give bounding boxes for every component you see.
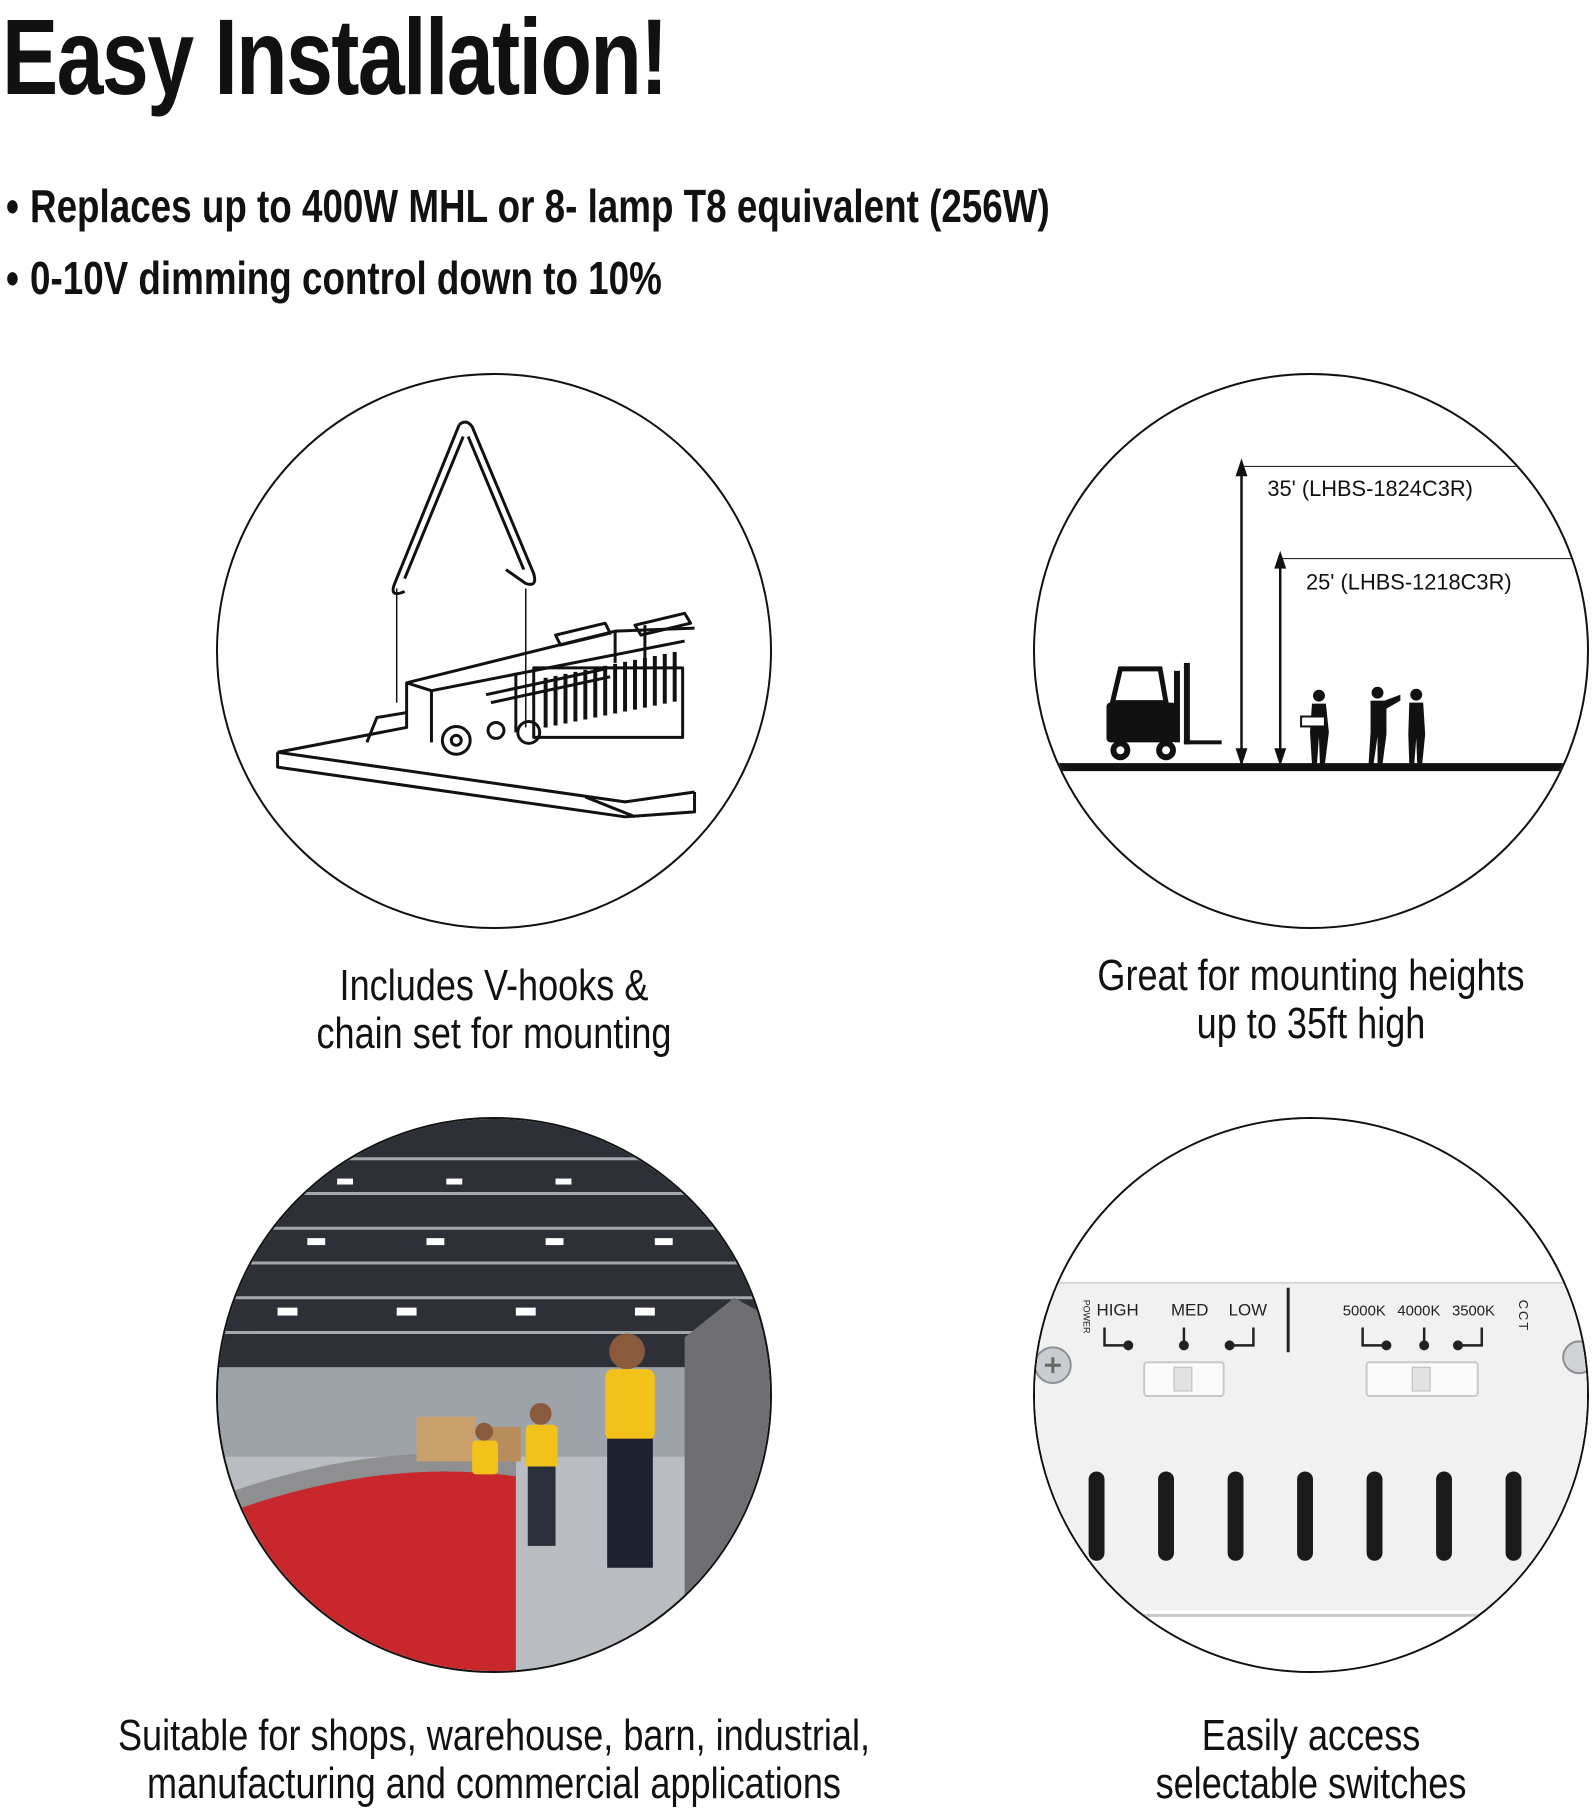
people-icon <box>1300 686 1426 765</box>
switch-label-low: LOW <box>1229 1301 1267 1320</box>
bullet-marker: • <box>6 180 19 232</box>
height-label-35: 35' (LHBS-1824C3R) <box>1267 476 1473 501</box>
power-side-label: POWER <box>1082 1300 1092 1334</box>
height-drawing: 35' (LHBS-1824C3R) 25' (LHBS-1218C3R) <box>1035 458 1587 772</box>
vhook-illustration <box>216 373 772 929</box>
switches-drawing: HIGH MED LOW 5000K 4000K 3500K POWER CCT <box>1035 1119 1587 1671</box>
switch-label-3500k: 3500K <box>1452 1304 1495 1320</box>
warehouse-caption: Suitable for shops, warehouse, barn, ind… <box>105 1712 882 1808</box>
cct-side-label: CCT <box>1516 1300 1531 1332</box>
switches-caption-line: selectable switches <box>1155 1759 1467 1808</box>
vhook-caption: Includes V-hooks & chain set for mountin… <box>253 962 735 1058</box>
switch-label-med: MED <box>1171 1301 1208 1320</box>
switch-label-5000k: 5000K <box>1343 1304 1386 1320</box>
warehouse-photo <box>216 1117 772 1673</box>
warehouse-drawing <box>218 1119 770 1671</box>
heights-caption-line: up to 35ft high <box>1196 999 1426 1048</box>
vhook-drawing <box>276 420 697 819</box>
bullet-text: 0-10V dimming control down to 10% <box>30 252 662 304</box>
page-title: Easy Installation! <box>2 0 668 117</box>
bullet-item: •0-10V dimming control down to 10% <box>6 242 1050 314</box>
vhook-caption-line: Includes V-hooks & <box>339 961 649 1010</box>
vhook-caption-line: chain set for mounting <box>316 1009 672 1058</box>
mounting-height-diagram: 35' (LHBS-1824C3R) 25' (LHBS-1218C3R) <box>1033 373 1589 929</box>
switches-caption: Easily access selectable switches <box>1064 1712 1558 1808</box>
warehouse-caption-line: Suitable for shops, warehouse, barn, ind… <box>117 1711 871 1760</box>
switch-label-4000k: 4000K <box>1397 1304 1440 1320</box>
forklift-icon <box>1106 662 1222 761</box>
switch-label-high: HIGH <box>1097 1301 1139 1320</box>
warehouse-caption-line: manufacturing and commercial application… <box>147 1759 841 1808</box>
heights-caption: Great for mounting heights up to 35ft hi… <box>1064 952 1558 1048</box>
heights-caption-line: Great for mounting heights <box>1097 951 1525 1000</box>
switches-photo: HIGH MED LOW 5000K 4000K 3500K POWER CCT <box>1033 1117 1589 1673</box>
bullet-marker: • <box>6 252 19 304</box>
bullet-item: •Replaces up to 400W MHL or 8- lamp T8 e… <box>6 170 1050 242</box>
feature-bullets: •Replaces up to 400W MHL or 8- lamp T8 e… <box>6 170 1311 314</box>
screw-icon <box>1562 1340 1587 1375</box>
switches-caption-line: Easily access <box>1201 1711 1421 1760</box>
bullet-text: Replaces up to 400W MHL or 8- lamp T8 eq… <box>30 180 1050 232</box>
height-label-25: 25' (LHBS-1218C3R) <box>1306 569 1512 594</box>
worker-figure <box>472 1333 655 1568</box>
